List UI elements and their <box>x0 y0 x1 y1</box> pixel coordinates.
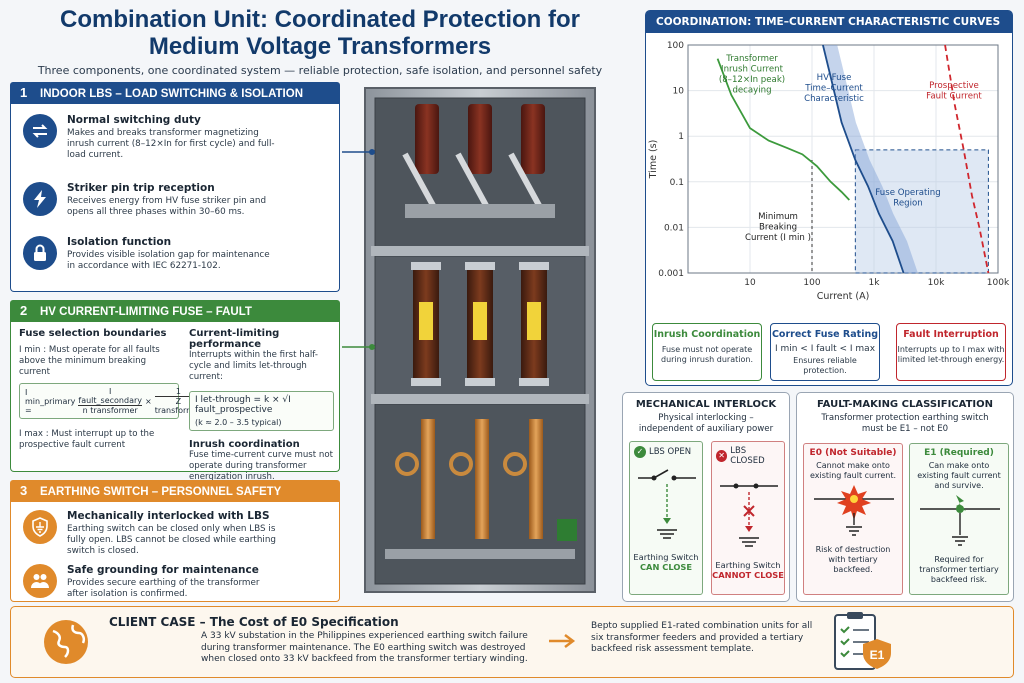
client-result-text: Bepto supplied E1-rated combination unit… <box>591 621 813 654</box>
page-subtitle: Three components, one coordinated system… <box>37 64 603 77</box>
y-tick-label: 0.001 <box>658 269 684 279</box>
x-tick-label: 100 <box>803 278 820 288</box>
spark-contact-icon <box>920 495 1000 546</box>
lbs-open-panel: ✓ LBS OPEN Earthing Switch CAN CLOSE <box>629 441 703 595</box>
globe-icon <box>44 620 88 664</box>
cross-icon: ✕ <box>716 450 728 462</box>
lightning-icon <box>23 182 57 216</box>
imin-formula: I min_primary = I fault_secondary n tran… <box>19 383 202 419</box>
tcc-chart-card: COORDINATION: TIME–CURRENT CHARACTERISTI… <box>645 10 1013 386</box>
open-switch-diagram <box>638 469 696 539</box>
fuse-tolerance-band <box>822 45 918 273</box>
fuse-curve <box>822 44 905 274</box>
inrush-coordination-card: Inrush Coordination Fuse must not operat… <box>652 323 762 381</box>
letthrough-formula: I let-through = k × √I fault_prospective… <box>189 391 334 431</box>
x-tick-label: 100k <box>987 278 1010 288</box>
client-case-banner: CLIENT CASE – The Cost of E0 Specificati… <box>10 606 1014 678</box>
mechanical-interlock-card: MECHANICAL INTERLOCK Physical interlocki… <box>622 392 790 602</box>
client-case-text: A 33 kV substation in the Philippines ex… <box>201 631 528 664</box>
e1-badge-text: E1 <box>870 648 885 662</box>
y-tick-label: 100 <box>667 41 684 51</box>
y-tick-label: 10 <box>673 87 685 97</box>
check-icon: ✓ <box>634 446 646 458</box>
section-fuse: 2HV CURRENT-LIMITING FUSE – FAULT INTERR… <box>10 300 340 482</box>
imin-text: I min : Must operate for all faults abov… <box>19 345 160 377</box>
fault-interruption-card: Fault Interruption Interrupts up to I ma… <box>896 323 1006 381</box>
explosion-icon <box>814 485 894 536</box>
earthing-switch-contacts <box>385 419 577 559</box>
x-tick-label: 10k <box>928 278 945 288</box>
imax-text: I max : Must interrupt up to the prospec… <box>19 429 155 450</box>
inrush-curve <box>716 58 850 201</box>
fuse-rating-card: Correct Fuse Rating I min < I fault < I … <box>770 323 880 381</box>
checklist-e1-badge-icon: E1 <box>834 612 891 670</box>
hv-fuses <box>411 262 549 386</box>
page-title: Combination Unit: Coordinated Protection… <box>60 6 580 60</box>
closed-switch-diagram <box>720 483 778 547</box>
y-axis-label: Time (s) <box>648 140 659 180</box>
lbs-closed-panel: ✕ LBS CLOSED Earthing Switch CANNOT CLOS… <box>711 441 785 595</box>
tcc-chart: 10 100 1k 10k 100k 100 10 1 0.1 0.01 0.001Current … <box>648 41 1010 302</box>
people-icon <box>23 564 57 598</box>
e0-panel: E0 (Not Suitable) Cannot make onto exist… <box>803 443 903 595</box>
fault-making-card: FAULT-MAKING CLASSIFICATION Transformer … <box>796 392 1014 602</box>
switchgear-cabinet-illustration <box>364 87 596 593</box>
earth-shield-icon <box>23 510 57 544</box>
lbs-insulators <box>402 104 555 218</box>
e1-panel: E1 (Required) Can make onto existing fau… <box>909 443 1009 595</box>
plot-frame <box>687 44 999 274</box>
x-axis-label: Current (A) <box>817 291 870 302</box>
padlock-icon <box>23 236 57 270</box>
x-tick-label: 1k <box>869 278 881 288</box>
swap-arrows-icon <box>23 114 57 148</box>
connector-lines <box>342 149 375 350</box>
arrow-right-icon <box>549 634 576 648</box>
fuse-operating-region <box>854 149 989 274</box>
y-tick-label: 0.01 <box>664 223 684 233</box>
y-tick-label: 0.1 <box>670 178 684 188</box>
fault-current-curve <box>944 44 990 274</box>
y-tick-label: 1 <box>678 132 684 142</box>
x-tick-label: 10 <box>744 278 756 288</box>
